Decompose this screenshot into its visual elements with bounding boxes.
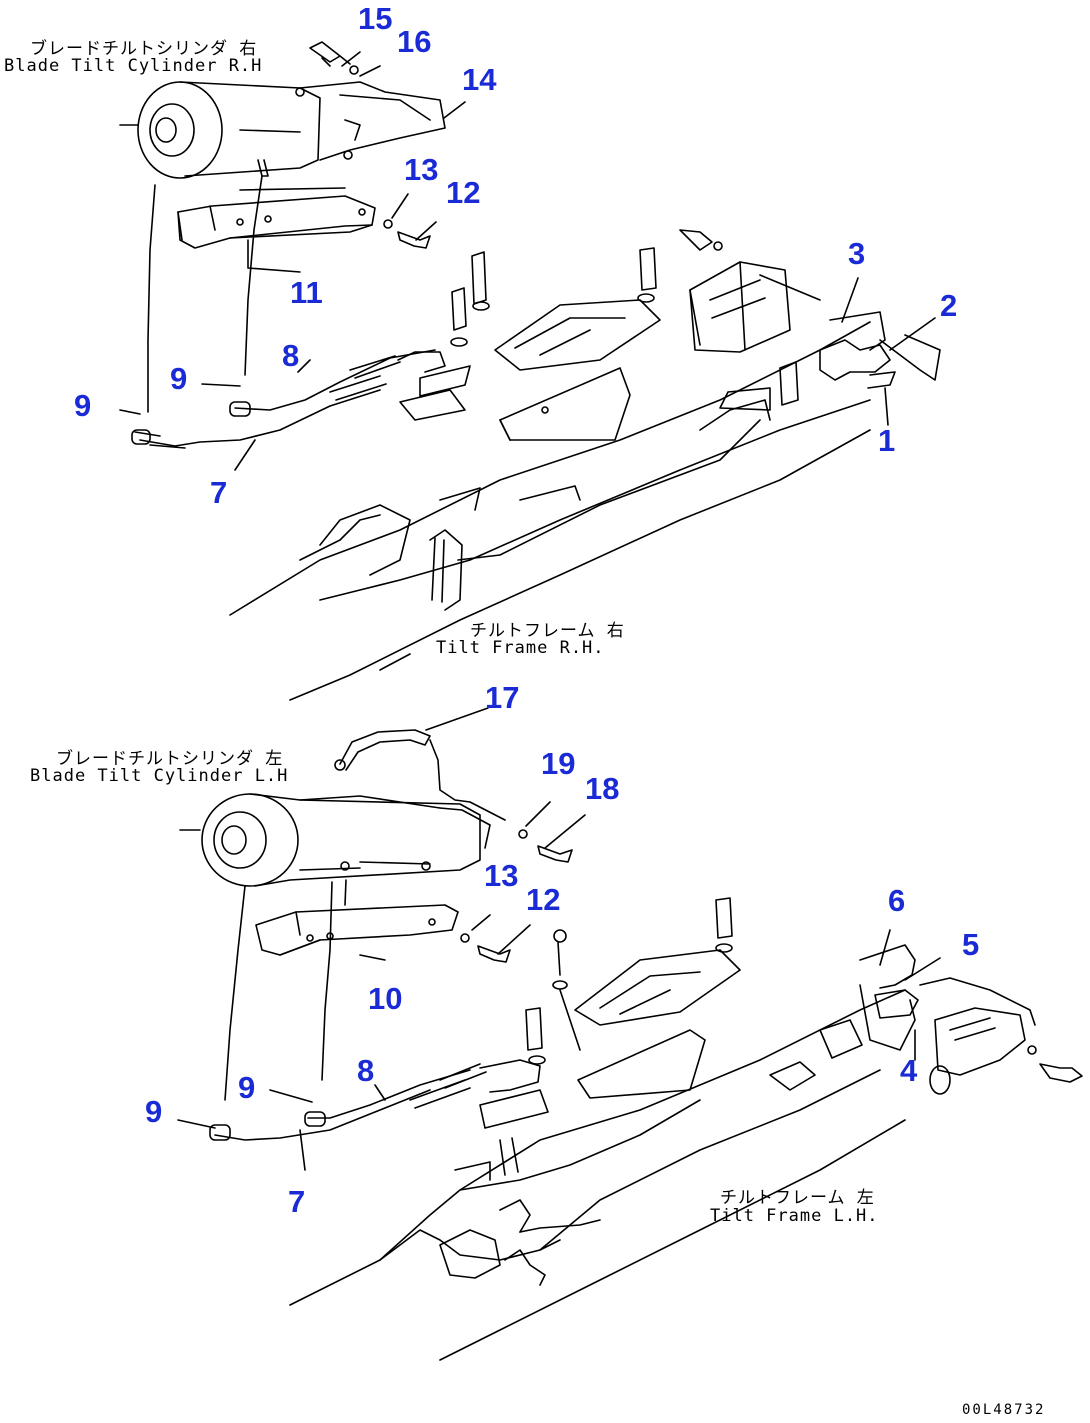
rh-hoses: [131, 349, 471, 449]
lh-cover-10: [255, 879, 459, 956]
rh-item15-bolt: [309, 41, 359, 75]
callout-12-lower: 12: [526, 882, 561, 917]
callout-18: 18: [585, 771, 620, 806]
callout-8-upper: 8: [282, 338, 300, 373]
callout-12-upper: 12: [446, 175, 481, 210]
callout-1: 1: [878, 423, 896, 458]
rh-bracket: [689, 261, 821, 353]
callout-9-lower-b: 9: [145, 1094, 163, 1129]
callout-3: 3: [848, 236, 866, 271]
callout-13-upper: 13: [404, 152, 439, 187]
rh-cylinder-caption-jp: ブレードチルトシリンダ 右: [30, 39, 258, 59]
callout-19: 19: [541, 746, 576, 781]
callout-7-lower: 7: [288, 1184, 306, 1219]
callout-9-upper-a: 9: [170, 361, 188, 396]
callout-17: 17: [485, 680, 520, 715]
callout-10: 10: [368, 981, 403, 1016]
callout-7-upper: 7: [210, 475, 228, 510]
callout-8-lower: 8: [357, 1053, 375, 1088]
callout-13-lower: 13: [484, 858, 519, 893]
lh-mount-plate: [559, 949, 741, 1099]
rh-tilt-frame: [229, 311, 941, 701]
callout-6: 6: [888, 883, 906, 918]
rh-frame-caption-en: Tilt Frame R.H.: [436, 638, 605, 658]
rh-leaders: [119, 51, 936, 471]
rh-cover-11: [177, 187, 376, 249]
lh-cylinder-caption-jp: ブレードチルトシリンダ 左: [56, 749, 284, 769]
callout-14: 14: [462, 62, 497, 97]
lh-hoses: [209, 1059, 549, 1141]
callout-2: 2: [940, 288, 958, 323]
lh-tilt-frame: [289, 944, 1036, 1361]
lh-bolt-12-13-18-19: [460, 829, 573, 963]
callout-11: 11: [290, 275, 323, 310]
callout-5: 5: [962, 927, 980, 962]
rh-mount-plate: [494, 299, 661, 441]
callout-15: 15: [358, 1, 393, 36]
drawing-code: 00L48732: [962, 1402, 1046, 1418]
callout-9-upper-b: 9: [74, 388, 92, 423]
callout-9-lower-a: 9: [238, 1070, 256, 1105]
lh-leaders: [177, 707, 941, 1171]
lh-pipe-17: [334, 729, 506, 821]
rh-cylinder-caption-en: Blade Tilt Cylinder R.H: [4, 56, 263, 76]
lh-frame-caption-en: Tilt Frame L.H.: [710, 1206, 879, 1226]
rh-cylinder: [119, 81, 446, 179]
callout-4: 4: [900, 1053, 918, 1088]
rh-bolts-upper: [450, 229, 723, 347]
lh-bolts: [525, 897, 1083, 1083]
lh-cylinder: [179, 793, 491, 887]
callout-16: 16: [397, 24, 432, 59]
rh-frame-caption-jp: チルトフレーム 右: [470, 621, 625, 641]
lh-frame-caption-jp: チルトフレーム 左: [720, 1188, 875, 1208]
rh-bolt-12-13: [383, 219, 431, 249]
lh-cylinder-caption-en: Blade Tilt Cylinder L.H: [30, 766, 289, 786]
